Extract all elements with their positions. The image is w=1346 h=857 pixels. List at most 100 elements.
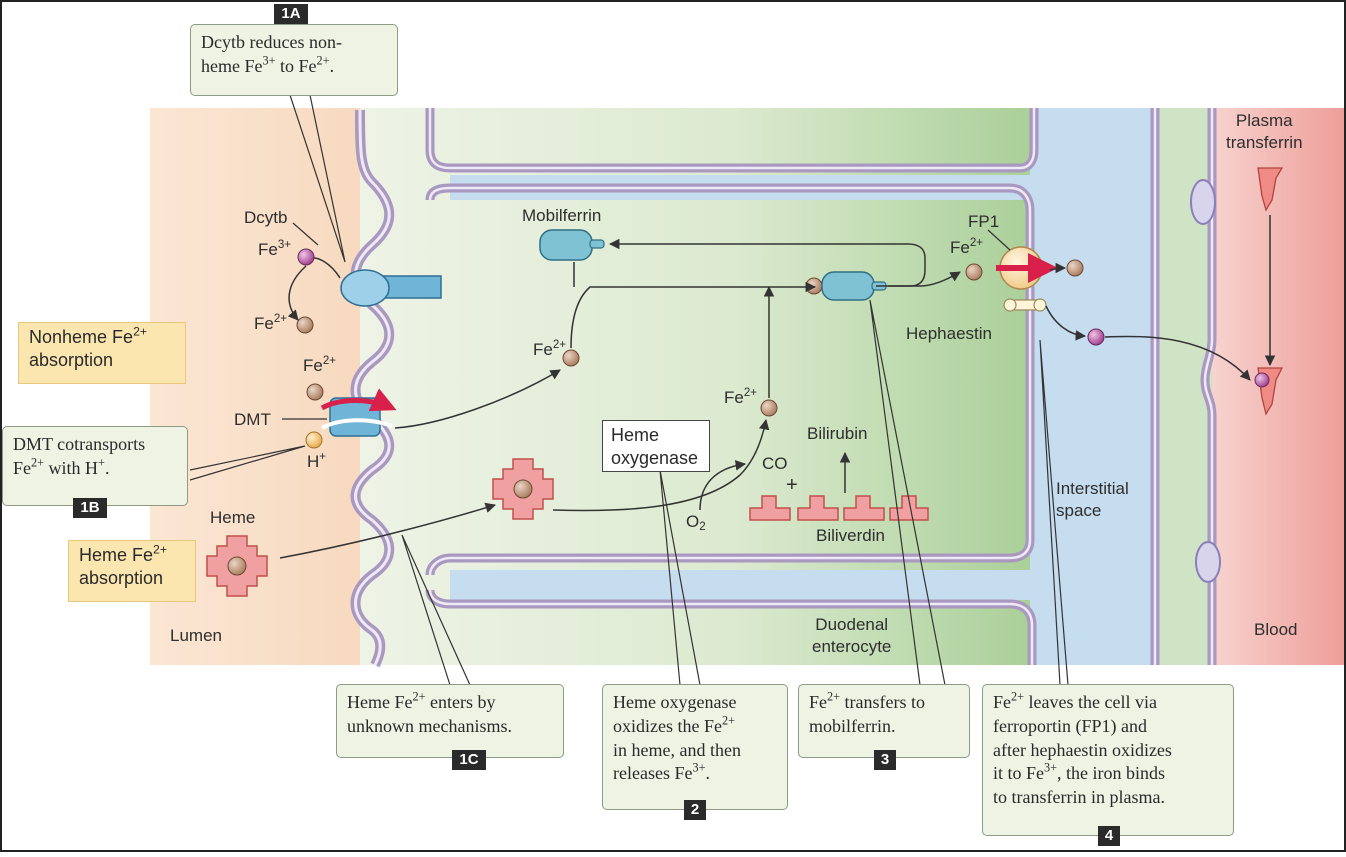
fe2-label: Fe2+ [533,339,566,360]
h-label: H+ [307,450,327,472]
step-number-2: 2 [684,800,706,820]
callout-1a: Dcytb reduces non- heme Fe3+ to Fe2+. [190,24,398,96]
h-ion [305,431,323,449]
blood-region [1212,108,1346,665]
callout-4-text: after hephaestin oxidizes [993,739,1172,760]
callout-1c-text: enters by [425,692,496,712]
callout-2-text: oxidizes the Fe [613,715,722,736]
biliverdin-fragments [749,495,929,521]
callout-1a-text: . [329,55,335,76]
interstitial-space-label: Interstitial space [1056,478,1129,522]
callout-4: Fe2+ leaves the cell via ferroportin (FP… [982,684,1234,836]
heme-label-text2: absorption [79,568,164,589]
step-number-3: 3 [874,750,896,770]
callout-3-text: mobilferrin. [809,715,896,736]
step-number-4: 4 [1098,826,1120,846]
fe-sup: 3+ [277,238,292,251]
callout-leaders [189,94,1069,686]
callout-1b-text: with H [44,457,99,478]
fe2-label: Fe2+ [950,236,984,258]
fe-sup: 2+ [322,354,337,367]
callout-2-sup: 2+ [721,713,736,728]
h-sup: + [319,450,327,463]
hephaestin-protein [1003,298,1047,312]
heme-label-sup: 2+ [153,542,167,557]
callout-3-sup: 2+ [827,689,841,704]
fe2-label: Fe2+ [303,354,337,376]
step-number-1b: 1B [73,498,107,518]
heme-oxygenase-text: oxygenase [611,447,699,468]
nonheme-absorption-label: Nonheme Fe2+ absorption [18,322,186,384]
callout-1a-sup: 3+ [262,53,276,68]
nonheme-label-sup: 2+ [133,324,148,339]
callout-4-sup: 2+ [1011,689,1025,704]
duodenal-text: Duodenal [815,615,889,634]
callout-2: Heme oxygenase oxidizes the Fe2+ in heme… [602,684,788,810]
fe-text: Fe [254,314,274,333]
fe-sup: 2+ [743,386,758,399]
heme-label-text: Heme Fe [79,545,154,565]
o-text: O [686,512,700,531]
interstitial-text: Interstitial [1056,479,1129,498]
fe2-ion [965,263,983,281]
callout-4-text: to transferrin in plasma. [993,787,1165,807]
dcytb-protein [340,269,442,307]
callout-4-sup: 3+ [1044,760,1058,775]
callout-1a-text: to Fe [275,55,317,76]
callout-3-text: Fe [809,692,827,712]
heme-oxygenase-box: Heme oxygenase [602,420,710,472]
fe-sup: 2+ [273,312,288,325]
pathway-arrows [279,215,1276,559]
biliverdin-label: Biliverdin [816,526,885,545]
heme-absorption-label: Heme Fe2+ absorption [68,540,196,602]
callout-1b-sup: + [98,455,105,470]
plus-label: + [786,474,798,496]
dmt-transporter [320,388,397,437]
lumen-label: Lumen [170,626,222,645]
step-number-1a: 1A [274,4,308,24]
hephaestin-label: Hephaestin [906,324,993,343]
callout-4-text: it to Fe [993,763,1045,784]
fe3-ion [1087,328,1105,346]
heme-molecule-cell [492,458,554,520]
mobilferrin-protein [539,229,605,261]
fe-text: Fe [533,340,553,359]
heme-molecule-lumen [206,535,268,597]
callout-4-text: leaves the cell via [1024,692,1157,712]
fe2-ion [306,383,324,401]
callout-4-text: Fe [993,692,1011,712]
heme-oxygenase-text: Heme [611,425,660,445]
fe-sup: 2+ [969,236,984,249]
callout-2-text: Heme oxygenase [613,692,737,712]
plasma-transferrin [1257,167,1284,212]
fe-text: Fe [303,356,323,375]
heme-label: Heme [210,508,256,527]
bilirubin-label: Bilirubin [807,424,868,443]
duodenal-text: enterocyte [812,637,892,657]
fe3-label: Fe3+ [258,238,292,260]
blood-label: Blood [1254,620,1298,639]
fe-text: Fe [258,240,278,259]
ferroportin-fp1 [996,246,1058,290]
fe2-label: Fe2+ [724,386,758,408]
callout-1c-text: Heme Fe [347,692,413,712]
fe2-ion [760,399,778,417]
plasma-text: transferrin [1226,133,1303,153]
intercellular-space-bottom [450,570,1040,600]
co-label: CO [762,454,788,473]
callout-1c-text: unknown mechanisms. [347,715,512,736]
nonheme-label-text: Nonheme Fe [29,327,134,347]
h-text: H [307,452,320,471]
callout-1b-text: DMT cotransports [13,434,146,454]
callout-1b-text: . [104,457,110,478]
interstitial-text: space [1056,501,1102,521]
fe-text: Fe [950,238,970,257]
mobilferrin-label: Mobilferrin [522,206,602,225]
nonheme-label-text2: absorption [29,350,114,371]
callout-2-text: in heme, and then [613,739,741,760]
fe3-ion [297,248,315,266]
fp1-label: FP1 [968,212,1000,231]
endothelial-nucleus [1190,179,1216,225]
